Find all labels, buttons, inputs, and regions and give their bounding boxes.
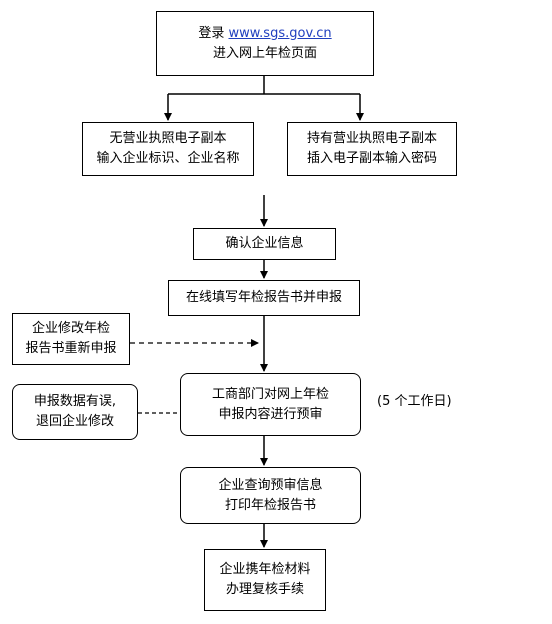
bring-materials-line2: 办理复核手续 [225, 582, 304, 597]
login-prefix: 登录 [198, 25, 229, 41]
login-box: 登录 www.sgs.gov.cn 进入网上年检页面 [156, 11, 374, 76]
pre-review-line2: 申报内容进行预审 [218, 406, 323, 422]
has-license-line1: 持有营业执照电子副本 [306, 131, 437, 146]
confirm-box: 确认企业信息 [193, 228, 336, 260]
bring-materials-line1: 企业携年检材料 [219, 562, 311, 577]
modify-report-line2: 报告书重新申报 [25, 341, 117, 356]
no-license-line1: 无营业执照电子副本 [109, 131, 227, 146]
has-license-line2: 插入电子副本输入密码 [306, 151, 437, 166]
error-return-line2: 退回企业修改 [35, 414, 114, 429]
no-license-line2: 输入企业标识、企业名称 [96, 151, 240, 166]
bring-materials-box: 企业携年检材料 办理复核手续 [204, 549, 326, 611]
modify-report-box: 企业修改年检 报告书重新申报 [12, 313, 130, 365]
query-line2: 打印年检报告书 [224, 497, 316, 513]
query-box: 企业查询预审信息 打印年检报告书 [180, 467, 361, 524]
login-line2: 进入网上年检页面 [212, 45, 317, 61]
fill-report-line1: 在线填写年检报告书并申报 [185, 290, 342, 305]
login-line1: 登录 www.sgs.gov.cn [198, 24, 331, 44]
has-license-box: 持有营业执照电子副本 插入电子副本输入密码 [287, 122, 457, 176]
login-url-link[interactable]: www.sgs.gov.cn [228, 25, 332, 41]
pre-review-line1: 工商部门对网上年检 [211, 386, 329, 402]
confirm-line1: 确认企业信息 [225, 236, 304, 251]
no-license-box: 无营业执照电子副本 输入企业标识、企业名称 [82, 122, 254, 176]
modify-report-line1: 企业修改年检 [31, 321, 110, 336]
error-return-box: 申报数据有误, 退回企业修改 [12, 384, 138, 440]
fill-report-box: 在线填写年检报告书并申报 [168, 280, 360, 316]
pre-review-box: 工商部门对网上年检 申报内容进行预审 [180, 373, 361, 436]
error-return-line1: 申报数据有误, [33, 394, 117, 409]
query-line1: 企业查询预审信息 [218, 477, 323, 493]
pre-review-duration-note: (5 个工作日) [377, 394, 452, 409]
